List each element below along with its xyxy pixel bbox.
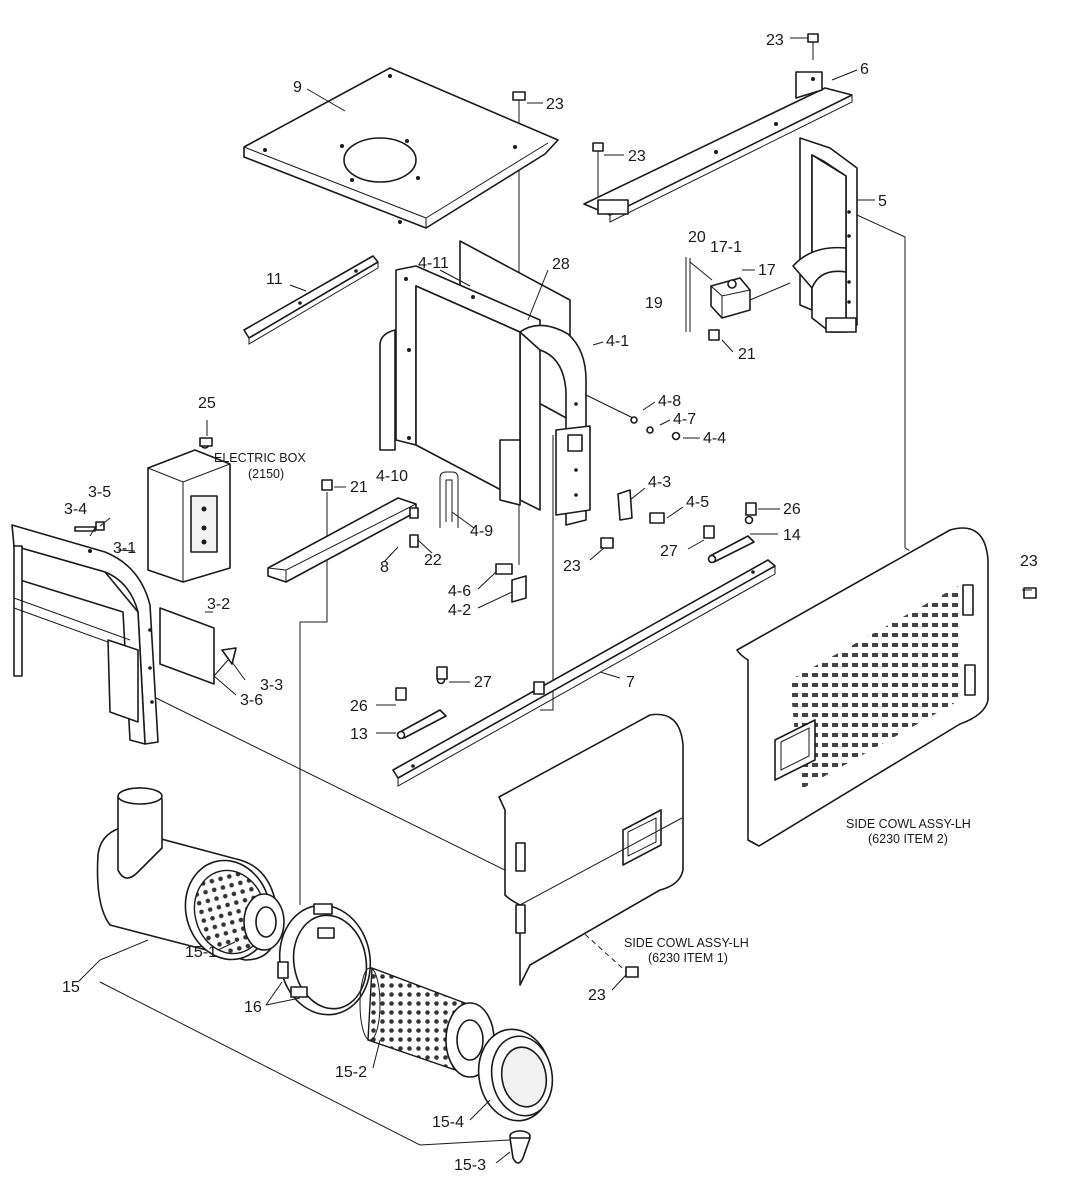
callout-15: 15 (62, 979, 80, 996)
callout-4-7: 4-7 (673, 411, 696, 428)
bolt-4-4 (630, 416, 681, 441)
bolt-23-cowl (1023, 587, 1037, 599)
radiator-frame-4-1 (379, 265, 591, 526)
bolt-26a (745, 502, 757, 516)
callout-20: 20 (688, 229, 706, 246)
bolt-4-6 (495, 563, 513, 575)
callout-21: 21 (738, 346, 756, 363)
callout-22: 22 (424, 552, 442, 569)
bolt-22 (409, 534, 419, 548)
part-4-3 (617, 489, 633, 521)
electric-box (147, 439, 231, 583)
callout-27: 27 (660, 543, 678, 560)
callout-15-1: 15-1 (185, 944, 217, 961)
callout-4-5: 4-5 (686, 494, 709, 511)
bolt-27a (703, 525, 715, 539)
bolt-21 (321, 479, 333, 491)
bolt-23-bracket (592, 142, 604, 162)
bolt-23-frame (600, 537, 614, 549)
callout-14: 14 (783, 527, 801, 544)
callout-4-8: 4-8 (658, 393, 681, 410)
long-bar-7 (392, 559, 776, 787)
callout-17-1: 17-1 (710, 239, 742, 256)
valve-15-3 (509, 1130, 531, 1164)
callout-26: 26 (350, 698, 368, 715)
callout-9: 9 (293, 79, 302, 96)
callout-4-6: 4-6 (448, 583, 471, 600)
latch-14 (707, 515, 755, 564)
cover-15-4 (477, 1028, 554, 1122)
callout-6: 6 (860, 61, 869, 78)
cross-bracket-6 (583, 69, 858, 223)
callout-23: 23 (628, 148, 646, 165)
callout-13: 13 (350, 726, 368, 743)
callout-4-11: 4-11 (418, 255, 449, 272)
side-cowl-right (736, 527, 989, 847)
side-cowl-left (498, 713, 684, 986)
filter-element-15-2 (359, 967, 495, 1078)
callout-27: 27 (474, 674, 492, 691)
bar-11 (243, 255, 379, 345)
fasteners (95, 33, 1037, 978)
bolt-25 (199, 437, 213, 447)
callout-3-5: 3-5 (88, 484, 111, 501)
callout-23: 23 (766, 32, 784, 49)
electric-box-label: ELECTRIC BOX (214, 451, 306, 465)
callout-8: 8 (380, 559, 389, 576)
callout-7: 7 (626, 674, 635, 691)
bolt-26b (395, 687, 407, 701)
bolt-27b (436, 666, 448, 680)
callout-11: 11 (266, 271, 283, 288)
callout-4-4: 4-4 (703, 430, 726, 447)
callout-15-3: 15-3 (454, 1157, 486, 1174)
bolt-4-5 (649, 512, 665, 524)
callout-5: 5 (878, 193, 887, 210)
callout-4-10: 4-10 (376, 468, 408, 485)
bolt-23-top (807, 33, 819, 60)
callout-19: 19 (645, 295, 663, 312)
callout-4-2: 4-2 (448, 602, 471, 619)
part-4-2 (511, 575, 527, 603)
callout-4-3: 4-3 (648, 474, 671, 491)
callout-23: 23 (563, 558, 581, 575)
bolt-23-plate (512, 91, 526, 118)
top-plate-9 (243, 67, 559, 229)
callout-3-2: 3-2 (207, 596, 230, 613)
callout-labels: 23 6 9 23 23 5 20 17-1 17 19 21 11 4-11 … (62, 32, 1038, 1174)
callout-3-3: 3-3 (260, 677, 283, 694)
callout-3-1: 3-1 (113, 540, 136, 557)
switch-box-17 (685, 257, 791, 341)
latch-13 (396, 675, 447, 740)
bolt-23-lower (625, 966, 639, 978)
callout-17: 17 (758, 262, 776, 279)
air-cleaner-body-15 (96, 787, 285, 961)
callout-25: 25 (198, 395, 216, 412)
side-cowl-lh-label: SIDE COWL ASSY-LH (624, 936, 749, 950)
callout-23: 23 (588, 987, 606, 1004)
callout-23: 23 (1020, 553, 1038, 570)
side-cowl-lh-ref: (6230 ITEM 1) (648, 951, 728, 965)
wing-bolt-3-3 (213, 647, 237, 677)
callout-23: 23 (546, 96, 564, 113)
callout-16: 16 (244, 999, 262, 1016)
callout-15-4: 15-4 (432, 1114, 464, 1131)
callout-21: 21 (350, 479, 368, 496)
callout-3-4: 3-4 (64, 501, 87, 518)
clamp-band-16 (277, 903, 372, 1016)
electric-box-ref: (2150) (248, 467, 284, 481)
callout-26: 26 (783, 501, 801, 518)
upright-5 (792, 137, 858, 333)
callout-3-6: 3-6 (240, 692, 263, 709)
bracket-8 (267, 497, 419, 583)
callout-leaders (77, 37, 1032, 1164)
callout-28: 28 (552, 256, 570, 273)
callout-4-9: 4-9 (470, 523, 493, 540)
callout-15-2: 15-2 (335, 1064, 367, 1081)
side-cowl-rh-ref: (6230 ITEM 2) (868, 832, 948, 846)
grille-frame-3-1 (11, 524, 215, 745)
u-bolt-4-10 (439, 471, 459, 528)
callout-4-1: 4-1 (606, 333, 629, 350)
side-cowl-rh-label: SIDE COWL ASSY-LH (846, 817, 971, 831)
